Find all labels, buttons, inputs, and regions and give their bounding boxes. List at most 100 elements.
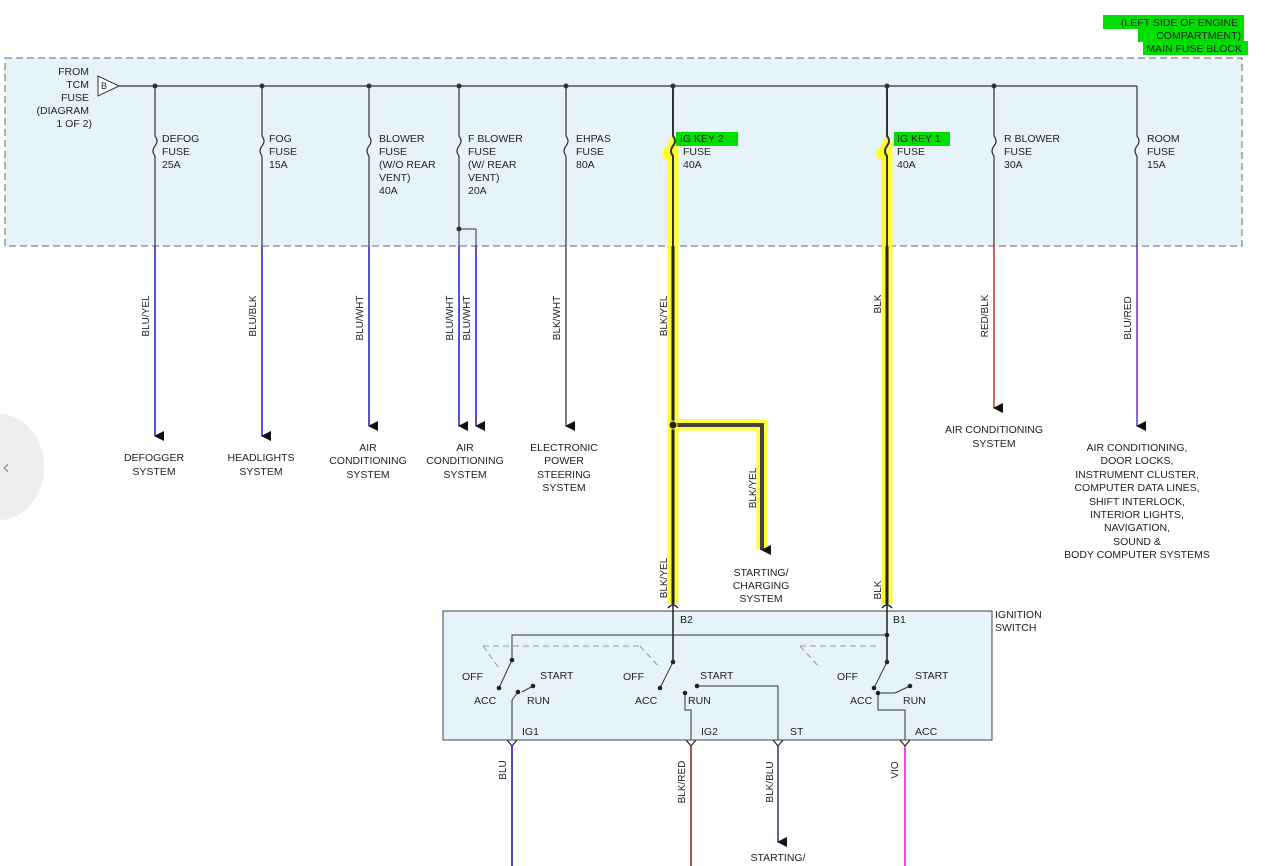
dest-power-steering: ELECTRONIC POWER STEERING SYSTEM [530, 442, 598, 494]
svg-text:(LEFT SIDE OF ENGINE: (LEFT SIDE OF ENGINE [1121, 17, 1238, 29]
fuse-symbols [152, 86, 1140, 246]
splice-dot [668, 420, 678, 430]
svg-text:OFF: OFF [462, 671, 483, 683]
svg-text:AIR: AIR [359, 442, 377, 454]
svg-text:TCM: TCM [66, 79, 89, 91]
svg-text:INTERIOR LIGHTS,: INTERIOR LIGHTS, [1090, 509, 1184, 521]
svg-text:FUSE: FUSE [1147, 146, 1175, 158]
svg-text:SYSTEM: SYSTEM [739, 593, 782, 605]
svg-text:BLK/YEL: BLK/YEL [748, 467, 759, 508]
dest-room-systems: AIR CONDITIONING, DOOR LOCKS, INSTRUMENT… [1064, 442, 1210, 561]
svg-text:RUN: RUN [688, 695, 711, 707]
svg-text:SYSTEM: SYSTEM [132, 466, 175, 478]
svg-text:FUSE: FUSE [61, 92, 89, 104]
pin-acc: ACC [915, 726, 938, 738]
svg-text:NAVIGATION,: NAVIGATION, [1104, 522, 1170, 534]
svg-text:SYSTEM: SYSTEM [972, 438, 1015, 450]
svg-text:COMPARTMENT): COMPARTMENT) [1156, 30, 1241, 42]
svg-text:(W/O REAR: (W/O REAR [379, 159, 436, 171]
svg-text:FUSE: FUSE [576, 146, 604, 158]
svg-text:FOG: FOG [269, 133, 292, 145]
svg-text:AIR CONDITIONING,: AIR CONDITIONING, [1087, 442, 1188, 454]
svg-text:(DIAGRAM: (DIAGRAM [37, 105, 90, 117]
svg-text:IG KEY 2: IG KEY 2 [680, 133, 724, 145]
svg-text:FUSE: FUSE [379, 146, 407, 158]
svg-text:IG KEY 1: IG KEY 1 [897, 133, 941, 145]
svg-text:BLK/YEL: BLK/YEL [659, 295, 670, 336]
svg-text:40A: 40A [379, 185, 398, 197]
svg-text:BLK/WHT: BLK/WHT [552, 296, 563, 340]
svg-text:STEERING: STEERING [537, 469, 591, 481]
pin-ig2: IG2 [701, 726, 718, 738]
svg-text:ROOM: ROOM [1147, 133, 1180, 145]
main-fuse-block [4, 57, 1243, 247]
svg-text:FUSE: FUSE [683, 146, 711, 158]
svg-text:POWER: POWER [544, 455, 584, 467]
svg-text:FUSE: FUSE [1004, 146, 1032, 158]
dest-headlights: HEADLIGHTS SYSTEM [227, 452, 294, 478]
svg-text:SYSTEM: SYSTEM [542, 482, 585, 494]
dest-air-conditioning-2: AIR CONDITIONING SYSTEM [426, 442, 504, 481]
svg-text:BLU/WHT: BLU/WHT [462, 296, 473, 341]
source-label: FROM TCM FUSE (DIAGRAM 1 OF 2) [37, 66, 93, 130]
pin-b2: B2 [680, 614, 693, 626]
svg-text:CONDITIONING: CONDITIONING [426, 455, 504, 467]
svg-text:BLU/WHT: BLU/WHT [445, 296, 456, 341]
dest-starting-charging: STARTING/ CHARGING SYSTEM [733, 567, 790, 605]
svg-text:MAIN FUSE BLOCK: MAIN FUSE BLOCK [1146, 43, 1242, 55]
svg-text:FUSE: FUSE [897, 146, 925, 158]
svg-text:ACC: ACC [850, 695, 873, 707]
svg-text:(W/ REAR: (W/ REAR [468, 159, 517, 171]
switch-position-labels: OFF ACC RUN START OFF ACC RUN START OFF … [462, 670, 949, 707]
dest-air-conditioning-3: AIR CONDITIONING SYSTEM [945, 424, 1043, 450]
fuse-block-title: (LEFT SIDE OF ENGINE COMPARTMENT) MAIN F… [1103, 15, 1248, 55]
pin-ig1: IG1 [522, 726, 539, 738]
svg-text:SOUND &: SOUND & [1113, 536, 1161, 548]
svg-text:START: START [915, 670, 949, 682]
source-connector-label: B [101, 81, 107, 91]
svg-text:OFF: OFF [837, 671, 858, 683]
ignition-switch-label: IGNITION SWITCH [995, 609, 1042, 634]
svg-text:RUN: RUN [527, 695, 550, 707]
svg-text:BLU/YEL: BLU/YEL [141, 295, 152, 337]
svg-text:IGNITION: IGNITION [995, 609, 1042, 621]
svg-text:SYSTEM: SYSTEM [239, 466, 282, 478]
svg-text:RED/BLK: RED/BLK [980, 294, 991, 337]
svg-text:CHARGING: CHARGING [733, 580, 790, 592]
svg-text:BLK: BLK [873, 580, 884, 599]
svg-text:BLK/YEL: BLK/YEL [659, 557, 670, 598]
chevron-left-icon: ‹ [2, 455, 10, 479]
svg-text:SHIFT INTERLOCK,: SHIFT INTERLOCK, [1089, 496, 1185, 508]
svg-text:OFF: OFF [623, 671, 644, 683]
svg-text:STARTING/: STARTING/ [733, 567, 788, 579]
svg-text:40A: 40A [683, 159, 702, 171]
svg-text:FUSE: FUSE [162, 146, 190, 158]
pin-st: ST [790, 726, 804, 738]
svg-text:F BLOWER: F BLOWER [468, 133, 523, 145]
svg-text:30A: 30A [1004, 159, 1023, 171]
switch-output-pins [506, 739, 911, 747]
svg-text:DEFOG: DEFOG [162, 133, 199, 145]
svg-text:FROM: FROM [58, 66, 89, 78]
svg-text:SYSTEM: SYSTEM [346, 469, 389, 481]
f-blower-branch [458, 228, 477, 246]
wire-labels: BLU/YEL BLU/BLK BLU/WHT BLU/WHT BLU/WHT … [141, 294, 1134, 803]
svg-text:ACC: ACC [474, 695, 497, 707]
svg-text:START: START [540, 670, 574, 682]
svg-text:80A: 80A [576, 159, 595, 171]
svg-text:HEADLIGHTS: HEADLIGHTS [227, 452, 294, 464]
svg-text:CONDITIONING: CONDITIONING [329, 455, 407, 467]
svg-text:AIR: AIR [456, 442, 474, 454]
svg-text:25A: 25A [162, 159, 181, 171]
switch-output-wires [511, 746, 906, 866]
svg-text:DOOR LOCKS,: DOOR LOCKS, [1101, 455, 1174, 467]
svg-text:15A: 15A [1147, 159, 1166, 171]
svg-text:VIO: VIO [890, 761, 901, 778]
switch-mechanical-links [482, 645, 880, 669]
